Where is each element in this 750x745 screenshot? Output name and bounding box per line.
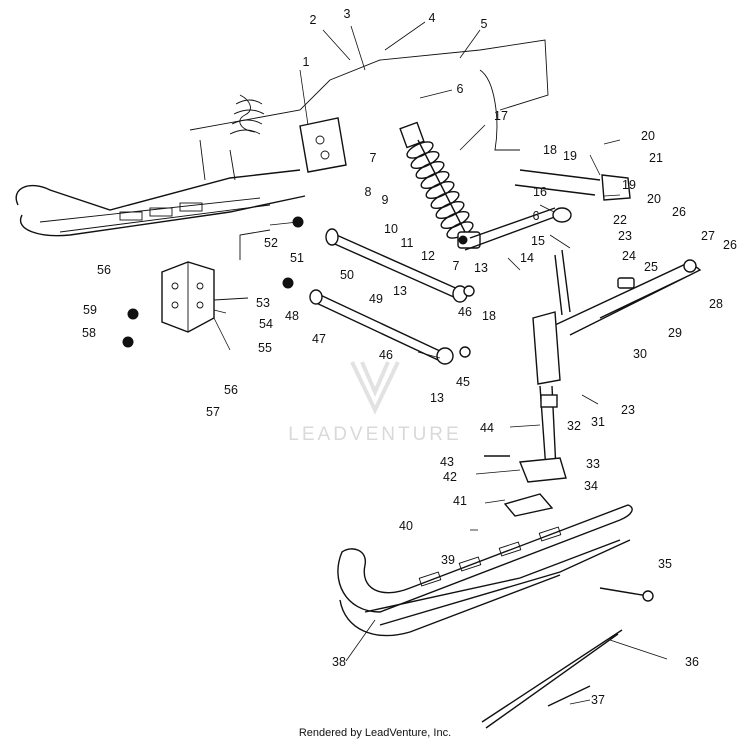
callout-57: 57 [206,405,220,419]
callout-23b: 23 [621,403,635,417]
callout-59: 59 [83,303,97,317]
wear-bar [481,629,623,729]
callout-20b: 20 [647,192,661,206]
callout-19a: 19 [563,149,577,163]
callout-28: 28 [709,297,723,311]
callout-23a: 23 [618,229,632,243]
callout-24: 24 [622,249,636,263]
callout-34: 34 [584,479,598,493]
callout-10: 10 [384,222,398,236]
callout-7b: 7 [453,259,460,273]
callout-11: 11 [401,236,414,250]
callout-12: 12 [421,249,435,263]
callout-52: 52 [264,236,278,250]
saddle [503,493,554,517]
callout-17: 17 [494,109,508,123]
callout-31: 31 [591,415,605,429]
callout-25: 25 [644,260,658,274]
callout-8: 8 [365,185,372,199]
lower-arm [554,261,702,336]
callout-14: 14 [520,251,534,265]
callout-5: 5 [481,17,488,31]
callout-13a: 13 [474,261,488,275]
callout-18b: 18 [482,309,496,323]
callout-27: 27 [701,229,715,243]
leader-lines [213,21,668,705]
callout-50: 50 [340,268,354,282]
callout-15: 15 [531,234,545,248]
callout-56b: 56 [224,383,238,397]
tie-rods [282,216,475,365]
callout-36: 36 [685,655,699,669]
callout-4: 4 [429,11,436,25]
callout-33: 33 [586,457,600,471]
callout-9: 9 [382,193,389,207]
callout-35: 35 [658,557,672,571]
front-ski [337,504,633,637]
watermark-text: LEADVENTURE [288,424,461,445]
callouts: 1 2 3 4 5 6 6 7 7 8 9 10 11 12 13 13 13 … [82,7,737,707]
callout-13b: 13 [393,284,407,298]
callout-54: 54 [259,317,273,331]
callout-47: 47 [312,332,326,346]
callout-44: 44 [480,421,494,435]
ski-bolt [599,587,649,597]
callout-6b: 6 [533,209,540,223]
callout-6a: 6 [457,82,464,96]
callout-32: 32 [567,419,581,433]
callout-55: 55 [258,341,272,355]
callout-26a: 26 [672,205,686,219]
spindle [519,249,571,483]
callout-53: 53 [256,296,270,310]
callout-30: 30 [633,347,647,361]
callout-13c: 13 [430,391,444,405]
callout-43: 43 [440,455,454,469]
callout-19b: 19 [622,178,636,192]
footer-credit: Rendered by LeadVenture, Inc. [298,727,452,739]
callout-16: 16 [533,185,547,199]
callout-51: 51 [290,251,304,265]
callout-37: 37 [591,693,605,707]
callout-21: 21 [649,151,663,165]
callout-20a: 20 [641,129,655,143]
callout-46b: 46 [379,348,393,362]
callout-3: 3 [344,7,351,21]
callout-7a: 7 [370,151,377,165]
shock-absorber [399,121,481,249]
watermark: LEADVENTURE [288,361,461,445]
callout-56a: 56 [97,263,111,277]
callout-42: 42 [443,470,457,484]
callout-1: 1 [303,55,310,69]
callout-46a: 46 [458,305,472,319]
callout-38: 38 [332,655,346,669]
callout-41: 41 [453,494,467,508]
callout-40: 40 [399,519,413,533]
upper-arm [464,207,561,251]
callout-39: 39 [441,553,455,567]
spindle-bracket [122,229,271,348]
mount-plate [299,117,347,173]
callout-45: 45 [456,375,470,389]
callout-58: 58 [82,326,96,340]
callout-26b: 26 [723,238,737,252]
callout-29: 29 [668,326,682,340]
bracket [601,174,631,201]
callout-48: 48 [285,309,299,323]
wear-bar-short [547,685,591,707]
rear-ski-outline [15,169,306,237]
callout-18a: 18 [543,143,557,157]
callout-2: 2 [310,13,317,27]
callout-22: 22 [613,213,627,227]
callout-49: 49 [369,292,383,306]
